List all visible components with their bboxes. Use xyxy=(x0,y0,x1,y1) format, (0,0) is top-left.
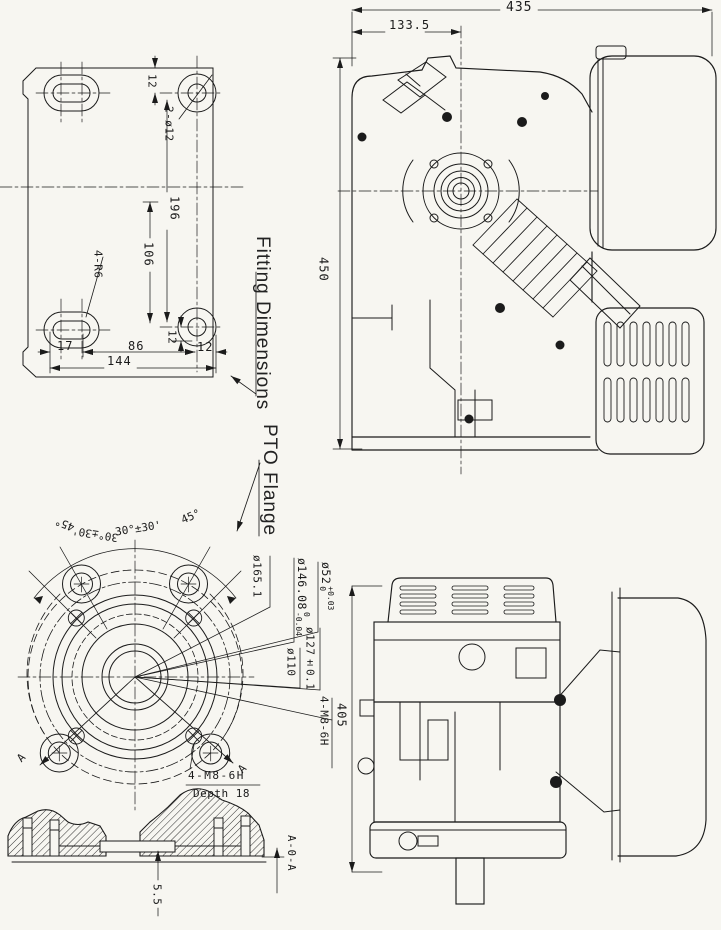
engine-front-drawing xyxy=(332,7,717,475)
dim-engine-height-450: 450 xyxy=(316,257,331,282)
label-pto-flange: PTO Flange xyxy=(258,424,280,537)
dim-plate-offset-bottom: 12 xyxy=(165,330,179,345)
callout-thread-side: 4-M8-6H xyxy=(317,696,331,746)
mounting-plate-drawing xyxy=(0,55,244,378)
dim-engine-side-height-405: 405 xyxy=(334,703,349,728)
section-drawing xyxy=(7,788,285,917)
dim-plate-86: 86 xyxy=(128,339,145,353)
dim-flange-pilot-value: ø146.08 xyxy=(295,558,309,610)
dim-plate-offset-top: 12 xyxy=(145,74,159,89)
dim-plate-height-outer: 196 xyxy=(167,196,182,221)
engine-side-drawing xyxy=(349,577,707,905)
callout-plate-slots: 4-R6 xyxy=(91,250,105,279)
callout-thread-depth: Depth 18 xyxy=(193,787,250,800)
callout-plate-holes: 2-ø12 xyxy=(162,106,176,142)
dim-flange-spigot-value: ø52 xyxy=(319,562,333,585)
dim-flange-spigot-dia: ø52 +0.03 0 xyxy=(318,562,335,611)
dim-section-thickness: 5.5 xyxy=(150,884,164,906)
dim-flange-inner-dia: ø110 xyxy=(284,648,298,677)
callout-leaders xyxy=(230,271,261,537)
dim-engine-width-435: 435 xyxy=(506,0,533,15)
dim-flange-spigot-tolerance: +0.03 0 xyxy=(318,586,335,611)
dim-plate-17: 17 xyxy=(57,339,74,353)
label-fitting-dimensions: Fitting Dimensions xyxy=(251,236,273,411)
dim-flange-outer-dia: ø165.1 xyxy=(250,555,264,598)
dim-flange-pilot-dia: ø146.08 0 -0.04 xyxy=(294,558,311,636)
callout-thread-bottom: 4-M8-6H xyxy=(188,769,245,782)
label-section-a-0-a: A-0-A xyxy=(285,835,298,872)
dim-flange-bolt-circle: ø127±0.1 xyxy=(303,627,317,691)
pto-flange-drawing xyxy=(17,539,333,813)
dim-plate-height-inner: 106 xyxy=(141,242,156,267)
dim-engine-offset-133-5: 133.5 xyxy=(389,18,431,32)
dim-plate-total-144: 144 xyxy=(107,354,132,368)
dim-plate-12: 12 xyxy=(197,340,214,354)
